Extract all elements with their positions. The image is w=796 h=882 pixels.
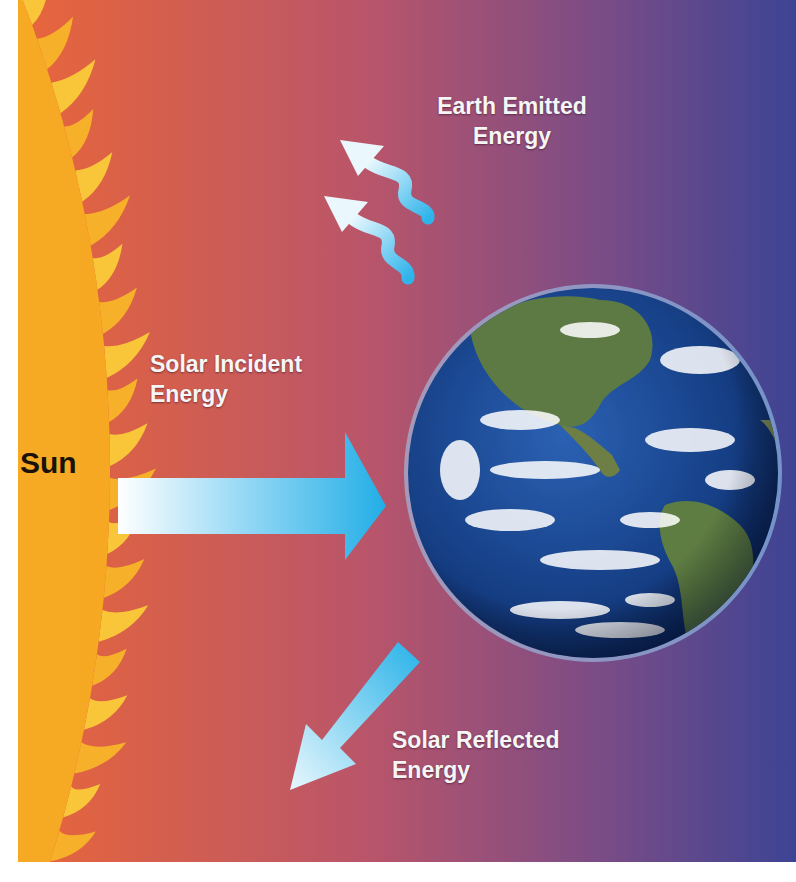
energy-label: Earth Emitted Energy [426,92,598,152]
sky-background [18,0,796,862]
earth-globe [404,249,796,662]
energy-label: Solar Reflected Energy [392,726,607,786]
sun-flame [93,244,123,290]
sun-label: Sun [20,440,102,480]
sun-flame [108,378,138,422]
emitted-arrows [352,162,428,278]
emitted-arrowheads [324,140,384,232]
sun-flame [104,559,145,598]
sun-flame [99,605,149,642]
sun-flame [99,288,137,334]
sun-flame [110,423,148,466]
energy-label: Solar Incident Energy [150,350,340,410]
sun-flame [84,695,127,730]
incident-arrow [118,432,386,560]
sun-flame [104,332,150,378]
sun-flame [92,649,127,686]
sun-node: Sun [20,440,102,480]
sun-body [18,0,110,862]
sun-flame [85,196,130,246]
sun-flame [75,152,112,202]
sun-flame [74,742,126,773]
